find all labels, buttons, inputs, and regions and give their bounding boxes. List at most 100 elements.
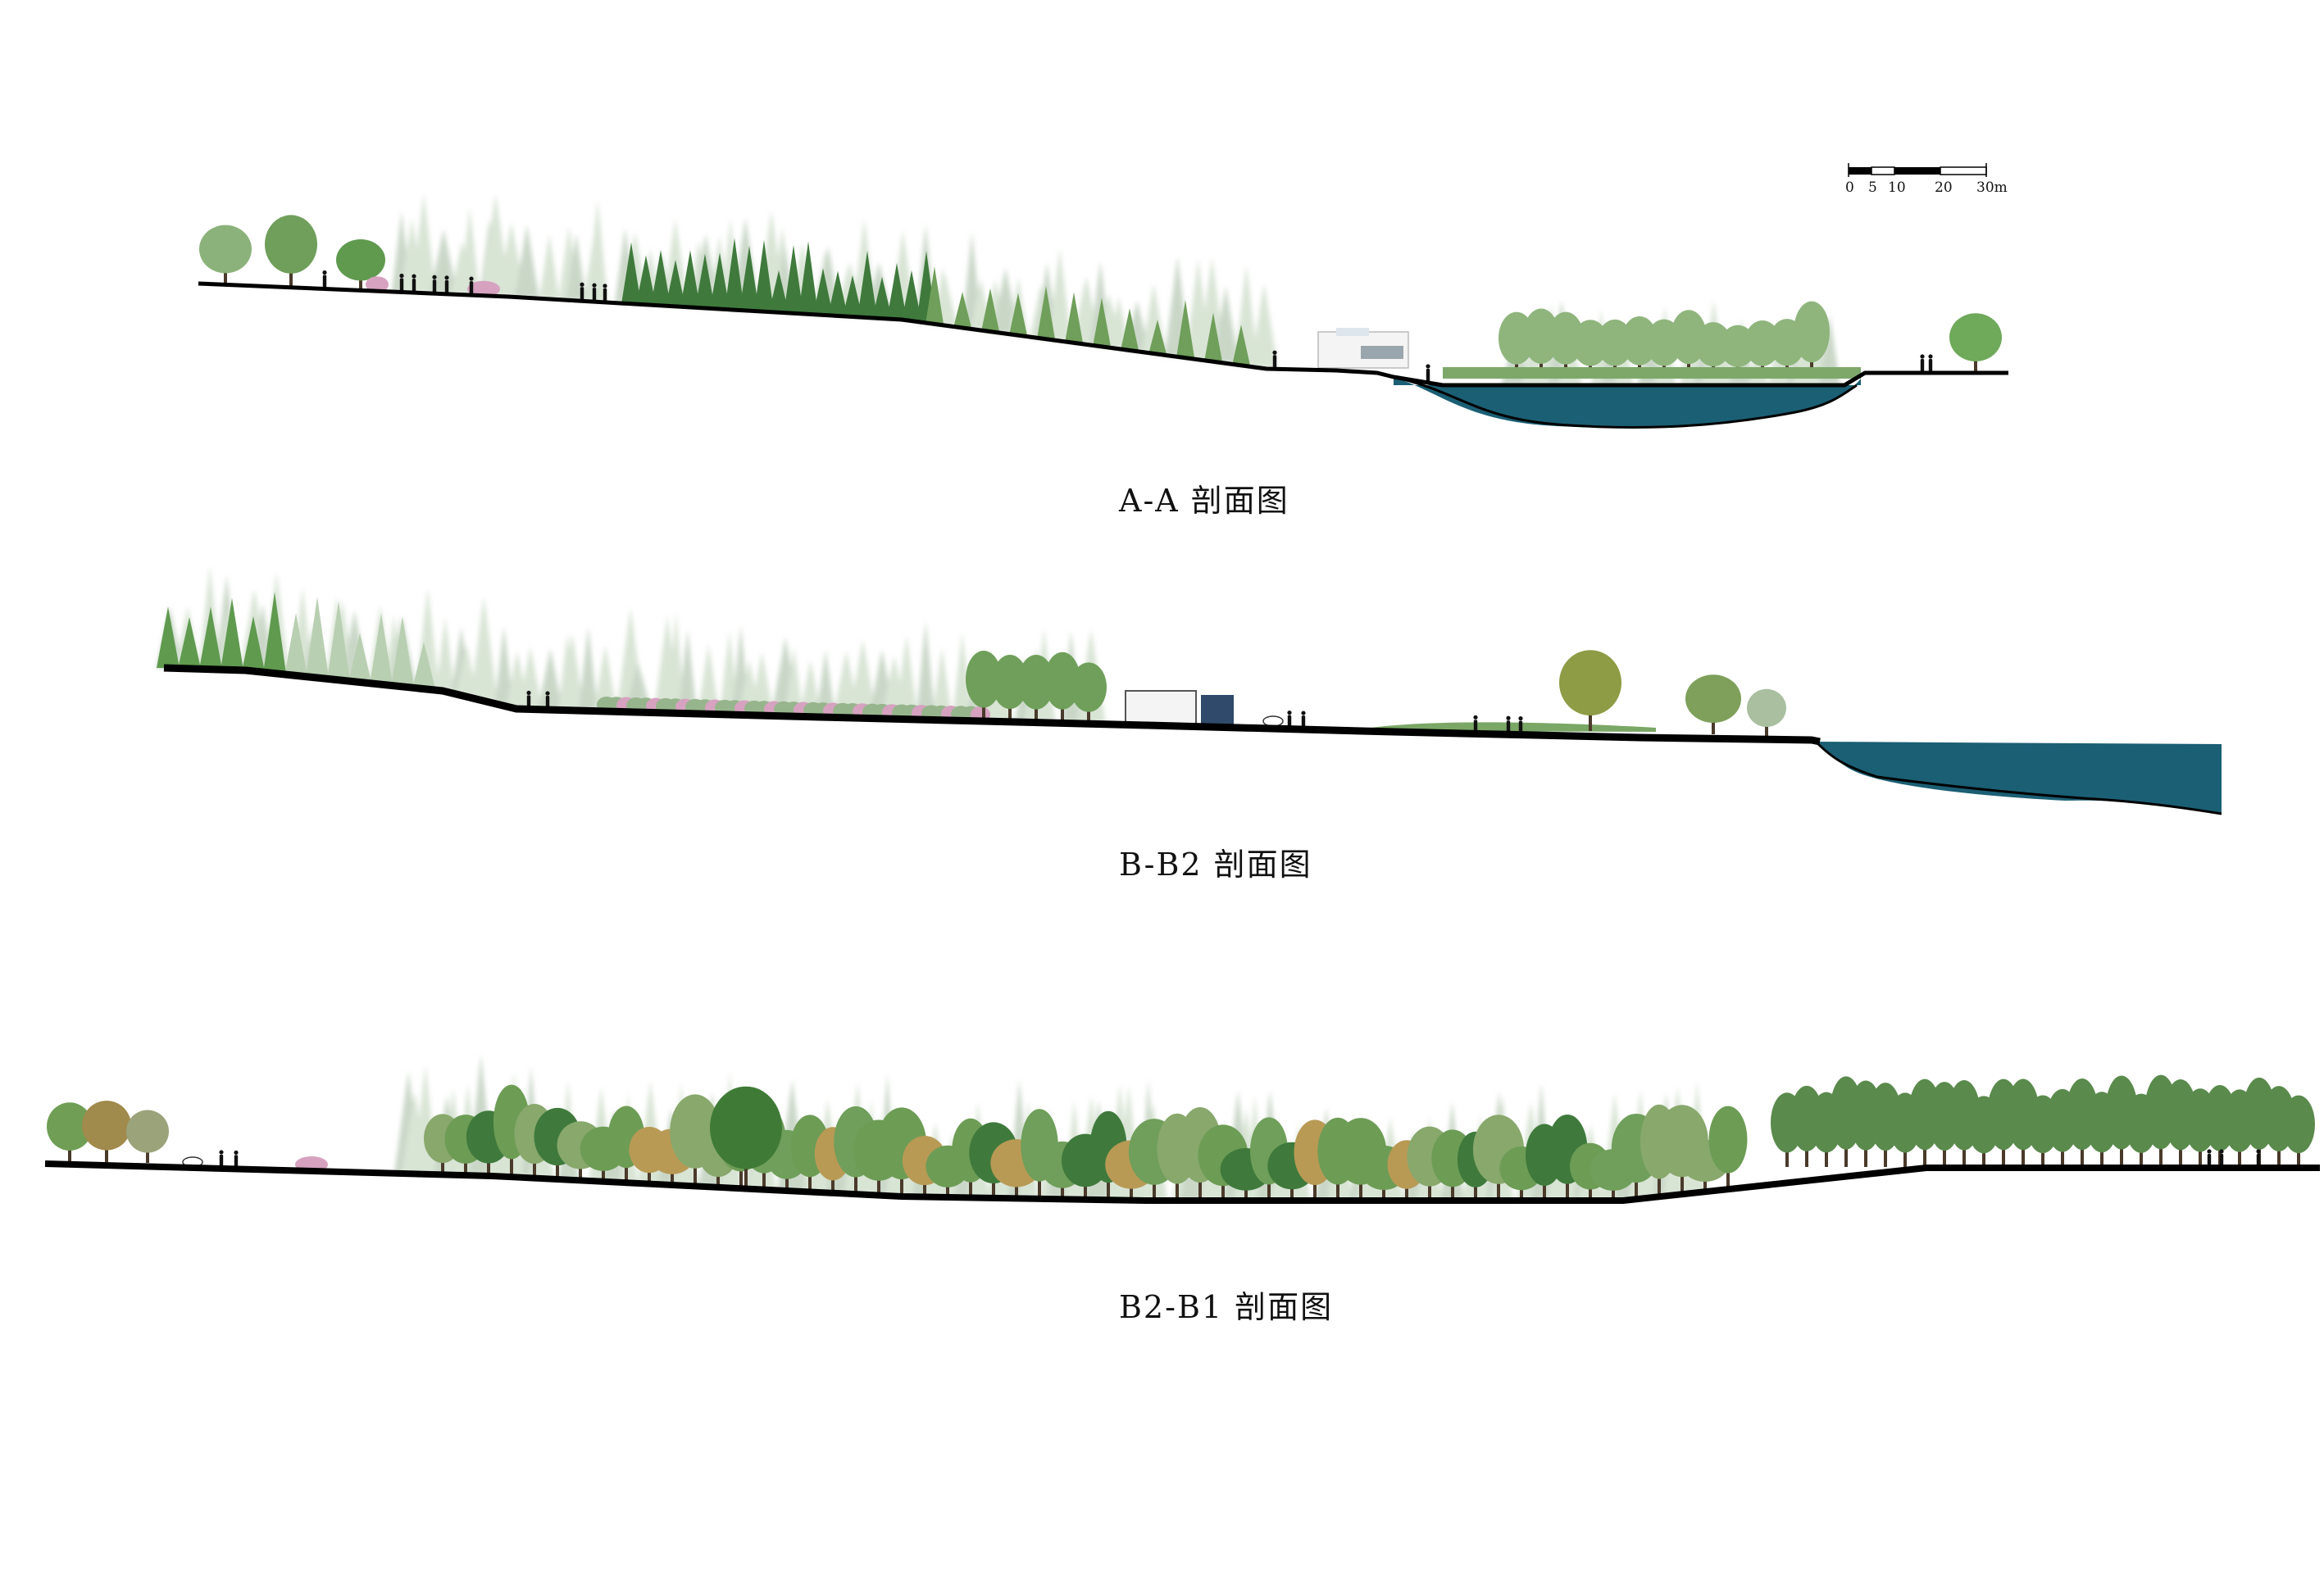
- mist-conifer-a-a: [1212, 285, 1239, 364]
- ground-line-b-b2: [163, 664, 1821, 746]
- buildings: [182, 328, 1409, 1168]
- conifer-a-a: [784, 244, 803, 314]
- mist-conifer-b-b2: [538, 648, 563, 711]
- conifer-a-a: [1009, 293, 1027, 336]
- person-figure-a-a: [580, 282, 584, 302]
- conifer-b-b2: [327, 601, 350, 680]
- conifer-a-a: [739, 245, 759, 311]
- conifer-a-a: [902, 270, 921, 321]
- person-figure-b2-b1: [219, 1150, 224, 1169]
- tree-b2-b1: [2282, 1095, 2315, 1154]
- mist-conifer-b-b2: [784, 647, 804, 717]
- conifer-a-a: [666, 260, 685, 306]
- human-figures: [219, 270, 2261, 1169]
- conifer-a-a: [710, 252, 730, 310]
- person-figure-a-a: [603, 284, 607, 302]
- car-b-b2: [1262, 715, 1284, 727]
- conifer-a-a: [1037, 285, 1055, 339]
- mist-conifer-b-b2: [455, 644, 478, 697]
- conifer-a-a: [828, 270, 848, 316]
- marsh-grass-a-a: [1443, 367, 1861, 379]
- tree-b-b2: [1071, 662, 1107, 712]
- tree-b2-b1: [710, 1086, 782, 1169]
- person-figure-a-a: [322, 270, 327, 289]
- conifer-b-b2: [178, 616, 201, 669]
- tree-b-b2: [1685, 674, 1741, 723]
- conifer-b-b2: [284, 612, 307, 676]
- mist-conifer-b-b2: [916, 620, 935, 720]
- scale-tick-30m: 30m: [1976, 179, 2008, 196]
- person-figure-b2-b1: [234, 1150, 239, 1169]
- person-figure-a-a: [469, 276, 474, 296]
- person-figure-a-a: [1928, 354, 1933, 373]
- conifer-b-b2: [412, 641, 435, 689]
- conifer-a-a: [1204, 312, 1222, 362]
- conifer-a-a: [769, 270, 789, 313]
- mist-conifer-a-a: [514, 224, 539, 298]
- conifer-a-a: [754, 239, 774, 312]
- conifer-a-a: [695, 253, 715, 308]
- mist-conifer-a-a: [539, 234, 560, 299]
- person-figure-a-a: [1920, 354, 1925, 373]
- water-bodies: [1393, 375, 2222, 815]
- conifer-a-a: [680, 250, 700, 307]
- person-figure-a-a: [432, 275, 437, 294]
- conifer-a-a: [651, 250, 671, 306]
- lake-water-b-b2: [1816, 742, 2222, 813]
- conifer-b-b2: [242, 615, 265, 671]
- mist-conifer-a-a: [459, 207, 480, 296]
- scale-bar: 0 5 10 20 30m: [1845, 163, 2008, 196]
- tree-b2-b1: [47, 1102, 93, 1151]
- scale-tick-0: 0: [1845, 179, 1854, 196]
- blossom-shrub-a-a: [366, 276, 389, 293]
- conifer-a-a: [1176, 299, 1194, 358]
- conifer-a-a: [953, 292, 971, 328]
- conifer-b-b2: [157, 606, 180, 669]
- lake-bank-b-b2: [1814, 740, 2222, 815]
- conifer-a-a: [813, 268, 833, 316]
- mist-conifer-a-a: [1250, 283, 1278, 369]
- person-figure-a-a: [444, 275, 449, 294]
- section-title-b2-b1: B2-B1 剖面图: [1119, 1289, 1334, 1325]
- tree-b-b2: [1044, 652, 1080, 710]
- mist-conifer-a-a: [411, 193, 437, 293]
- section-title-a-a: A-A 剖面图: [1119, 483, 1289, 519]
- tree-b2-b1: [1708, 1106, 1748, 1174]
- conifer-a-a: [1232, 325, 1250, 366]
- mist-conifer-a-a: [1048, 248, 1071, 342]
- conifer-a-a: [1121, 308, 1139, 351]
- tree-a-a: [265, 215, 317, 274]
- mist-conifer-b-b2: [698, 643, 720, 715]
- scale-tick-5: 5: [1868, 179, 1877, 196]
- conifer-a-a: [887, 262, 907, 320]
- conifer-a-a: [843, 275, 862, 317]
- conifer-b-b2: [348, 633, 371, 683]
- tree-a-a: [1794, 301, 1830, 363]
- person-figure-a-a: [1426, 364, 1430, 383]
- section-title-b-b2: B-B2 剖面图: [1119, 847, 1312, 883]
- mist-conifer-b-b2: [578, 625, 598, 711]
- tree-b-b2: [1747, 688, 1786, 728]
- conifer-b-b2: [370, 613, 393, 685]
- mist-conifer-b-b2: [561, 633, 584, 711]
- tree-b-b2: [966, 651, 1002, 708]
- mist-conifer-b-b2: [749, 652, 774, 716]
- conifer-a-a: [926, 266, 944, 325]
- person-figure-b2-b1: [2219, 1149, 2224, 1168]
- person-figure-b2-b1: [2256, 1149, 2261, 1168]
- mist-conifer-b-b2: [816, 649, 835, 718]
- conifer-a-a: [872, 276, 892, 319]
- ground-line-b2-b1: [44, 1160, 2320, 1204]
- building-b-b2: [1125, 690, 1234, 724]
- conifer-a-a: [857, 250, 877, 318]
- conifer-b-b2: [263, 592, 286, 674]
- pond-bank-a-a: [1393, 375, 1858, 429]
- conifer-b-b2: [221, 597, 243, 670]
- mist-conifer-b-b2: [494, 625, 514, 706]
- mist-conifer-b-b2: [518, 646, 543, 710]
- vegetation-layer: [47, 215, 2315, 1201]
- scale-tick-10: 10: [1888, 179, 1906, 196]
- conifer-b-b2: [391, 616, 414, 687]
